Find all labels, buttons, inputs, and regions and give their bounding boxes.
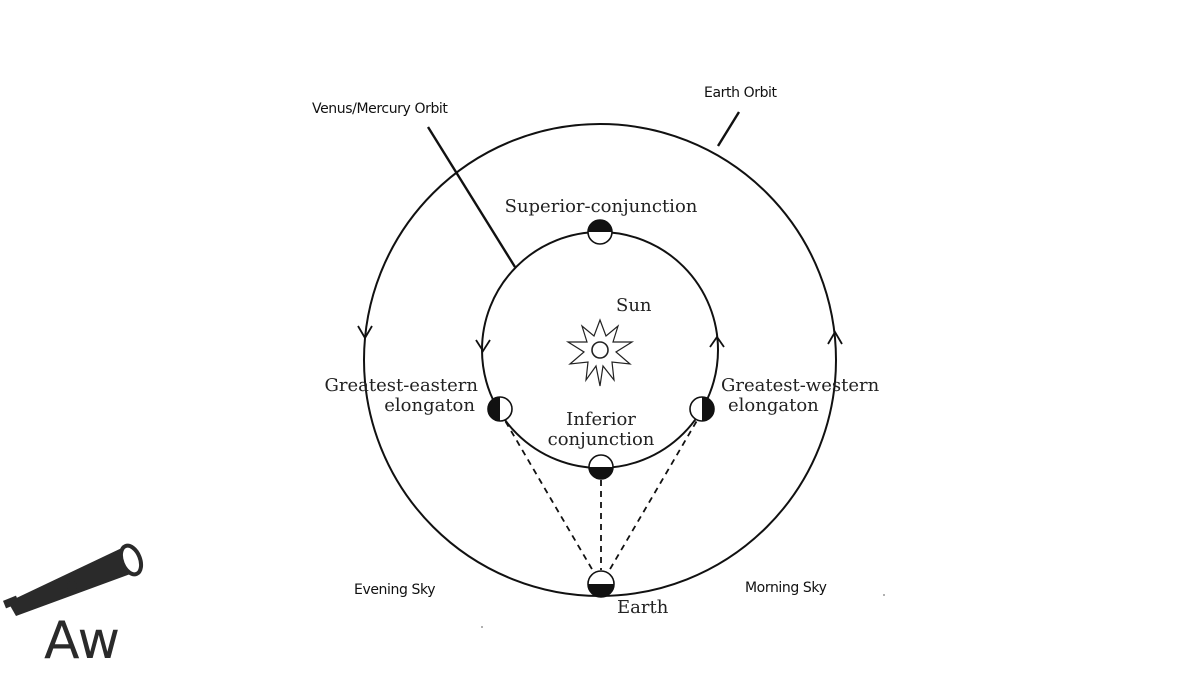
venus-orbit-arrow-right bbox=[709, 335, 725, 348]
planet-greatest-eastern bbox=[487, 396, 513, 422]
label-inferior-2: conjunction bbox=[548, 429, 655, 450]
label-greatest-western-2: elongaton bbox=[728, 395, 819, 416]
logo-text: Aw bbox=[44, 611, 120, 671]
earth-orbit-leader bbox=[716, 111, 741, 147]
earth-orbit-arrow-right bbox=[827, 330, 843, 345]
earth-orbit-arrow-left bbox=[357, 325, 373, 340]
label-greatest-western-1: Greatest-western bbox=[721, 375, 880, 396]
planet-inferior-conjunction bbox=[588, 454, 614, 480]
planet-superior-conjunction bbox=[587, 219, 613, 245]
sun-icon bbox=[565, 318, 635, 387]
sightline-western bbox=[605, 411, 703, 577]
label-superior-conjunction: Superior-conjunction bbox=[505, 196, 698, 217]
label-sun: Sun bbox=[616, 295, 652, 316]
speck bbox=[883, 594, 885, 596]
telescope-icon bbox=[3, 543, 144, 616]
venus-orbit-leader bbox=[426, 126, 517, 268]
speck bbox=[481, 626, 483, 628]
label-venus-orbit: Venus/Mercury Orbit bbox=[312, 101, 448, 117]
label-greatest-eastern-1: Greatest-eastern bbox=[324, 375, 478, 396]
label-earth-orbit: Earth Orbit bbox=[704, 85, 778, 101]
label-morning-sky: Morning Sky bbox=[745, 580, 827, 596]
planet-greatest-western bbox=[689, 396, 715, 422]
label-greatest-eastern-2: elongaton bbox=[384, 395, 475, 416]
planet-earth bbox=[587, 570, 615, 598]
venus-orbit-arrow-left bbox=[475, 339, 491, 353]
label-inferior-1: Inferior bbox=[566, 409, 636, 430]
label-evening-sky: Evening Sky bbox=[354, 582, 435, 598]
label-earth: Earth bbox=[617, 597, 669, 618]
sightline-eastern bbox=[499, 411, 597, 577]
